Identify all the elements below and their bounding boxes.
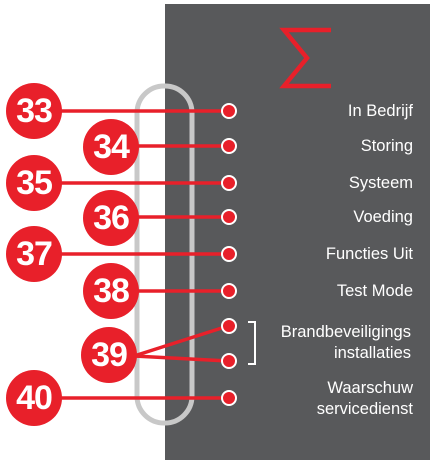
- sigma-logo-icon: [279, 27, 331, 89]
- callout-39: 39: [81, 327, 137, 383]
- led-39b: [221, 353, 237, 369]
- bracket-39: [248, 321, 256, 365]
- label-brandbeveiligings-line1: Brandbeveiligings: [280, 323, 411, 341]
- label-systeem: Systeem: [348, 174, 413, 192]
- led-33: [221, 103, 237, 119]
- led-39a: [221, 318, 237, 334]
- led-37: [221, 246, 237, 262]
- label-brandbeveiligings: Brandbeveiligings installaties: [281, 322, 411, 364]
- led-35: [221, 175, 237, 191]
- label-waarschuw-line2: servicedienst: [316, 400, 413, 418]
- label-functies-uit: Functies Uit: [325, 245, 413, 263]
- led-36: [221, 209, 237, 225]
- label-brandbeveiligings-line2: installaties: [333, 344, 411, 362]
- leader-line-39b: [133, 354, 229, 363]
- callout-37: 37: [6, 226, 62, 282]
- label-storing: Storing: [360, 137, 413, 155]
- device-panel: [165, 4, 430, 460]
- label-waarschuw-line1: Waarschuw: [327, 379, 413, 397]
- led-group: [221, 103, 237, 406]
- label-voeding: Voeding: [353, 208, 413, 226]
- label-test-mode: Test Mode: [336, 282, 413, 300]
- callout-36: 36: [83, 190, 139, 246]
- callout-35: 35: [6, 155, 62, 211]
- callout-38: 38: [83, 263, 139, 319]
- callout-33: 33: [6, 83, 62, 139]
- led-34: [221, 138, 237, 154]
- callout-34: 34: [83, 119, 139, 175]
- led-38: [221, 283, 237, 299]
- leader-lines: [55, 109, 229, 400]
- led-40: [221, 390, 237, 406]
- callout-40: 40: [6, 370, 62, 426]
- label-in-bedrijf: In Bedrijf: [347, 102, 413, 120]
- label-waarschuw: Waarschuw servicedienst: [317, 378, 413, 420]
- leader-line-39a: [133, 324, 229, 358]
